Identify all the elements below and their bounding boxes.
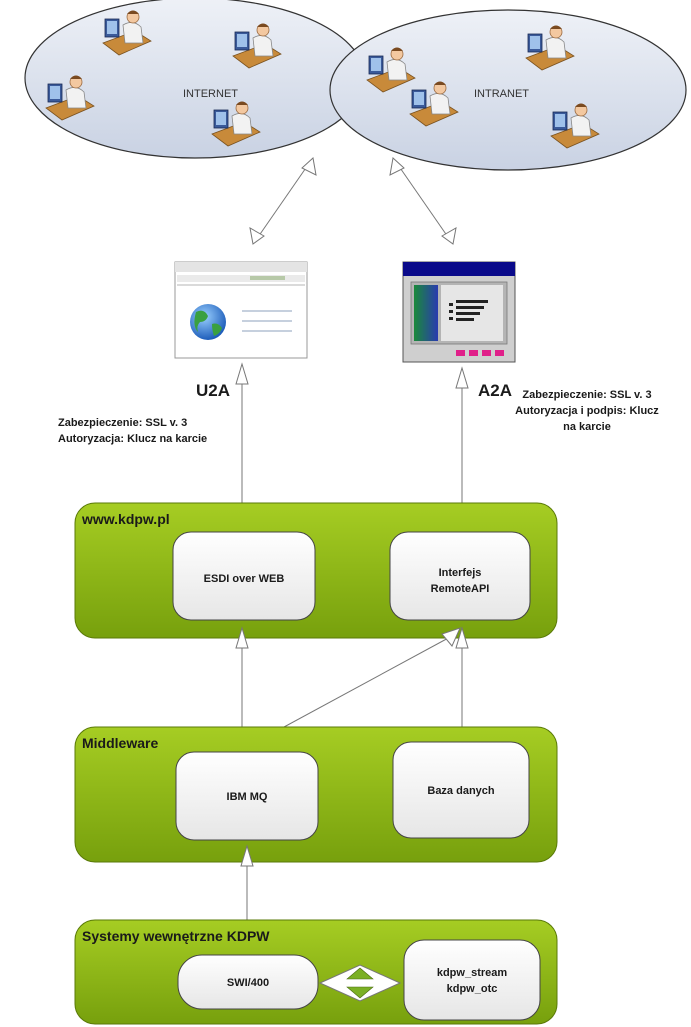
kdpw-stream-label: kdpw_stream xyxy=(437,967,508,979)
web-browser-icon xyxy=(174,261,308,359)
kdpw-otc-label: kdpw_otc xyxy=(447,983,498,995)
database-label: Baza danych xyxy=(427,785,495,797)
internet-label: INTERNET xyxy=(183,88,238,100)
intranet-cloud xyxy=(329,9,687,171)
ibm-mq-box xyxy=(175,751,319,841)
u2a-security-note: Zabezpieczenie: SSL v. 3 xyxy=(58,417,187,429)
web-layer-title: www.kdpw.pl xyxy=(81,511,170,527)
a2a-label: A2A xyxy=(478,381,512,400)
bidirectional-connector-icon xyxy=(318,964,402,1002)
esdi-over-web-label: ESDI over WEB xyxy=(204,573,285,585)
u2a-auth-note: Autoryzacja: Klucz na karcie xyxy=(58,433,207,445)
swi400-box xyxy=(177,954,319,1010)
application-window-icon xyxy=(402,261,516,363)
a2a-auth-note-cont: na karcie xyxy=(563,421,611,433)
remoteapi-label-line2: RemoteAPI xyxy=(431,583,490,595)
u2a-label: U2A xyxy=(196,381,230,400)
middleware-title: Middleware xyxy=(82,735,158,751)
swi400-label: SWI/400 xyxy=(227,977,269,989)
kdpw-stream-box xyxy=(403,939,541,1021)
remoteapi-label-line1: Interfejs xyxy=(439,567,482,579)
remoteapi-box xyxy=(389,531,531,621)
connector-arrow xyxy=(389,157,457,245)
a2a-security-note: Zabezpieczenie: SSL v. 3 xyxy=(522,389,651,401)
intranet-label: INTRANET xyxy=(474,88,529,100)
esdi-over-web-box xyxy=(172,531,316,621)
a2a-auth-note: Autoryzacja i podpis: Klucz xyxy=(515,405,659,417)
connector-arrow xyxy=(249,157,317,245)
internal-systems-title: Systemy wewnętrzne KDPW xyxy=(82,928,270,944)
ibm-mq-label: IBM MQ xyxy=(227,791,268,803)
connector-arrow xyxy=(455,366,469,528)
database-box xyxy=(392,741,530,839)
